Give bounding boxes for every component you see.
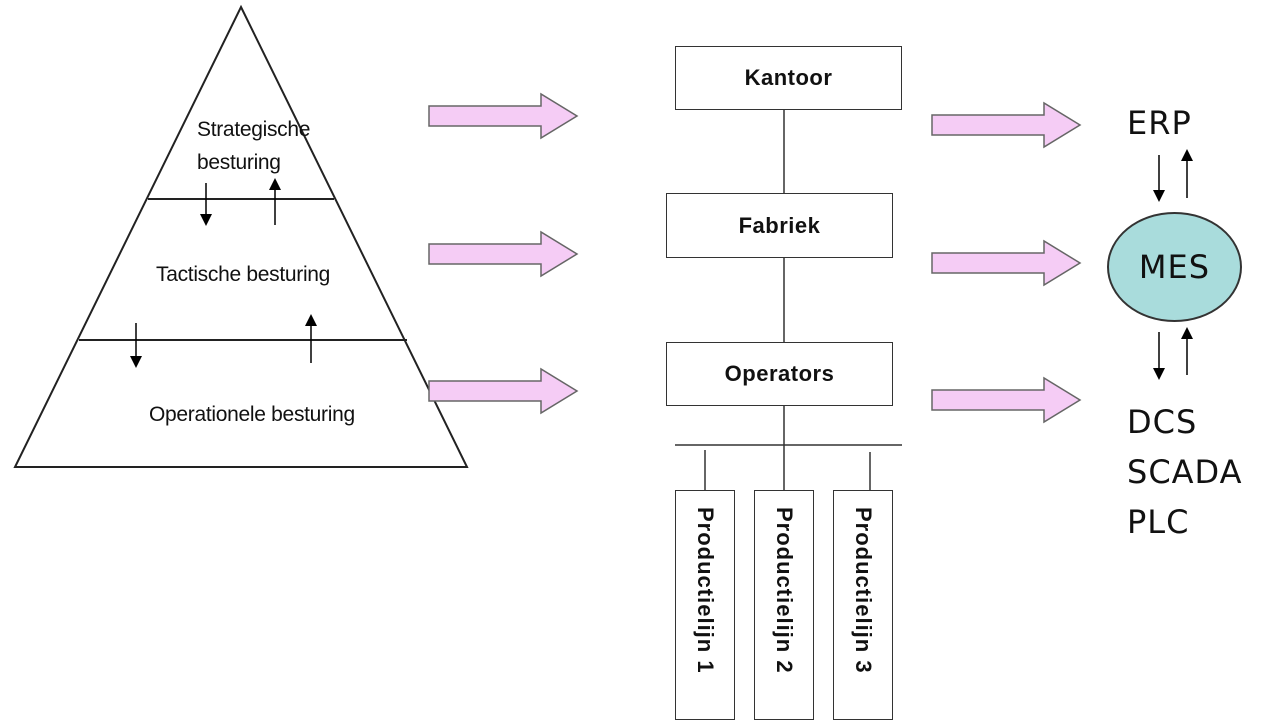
mes-ellipse: MES bbox=[1107, 212, 1242, 322]
production-line-3-label: Productielijn 3 bbox=[851, 507, 876, 674]
kantoor-box: Kantoor bbox=[675, 46, 902, 110]
block-arrow-erp bbox=[931, 101, 1082, 149]
fabriek-label: Fabriek bbox=[738, 212, 821, 238]
dcs-label: DCS bbox=[1127, 403, 1198, 441]
plc-label: PLC bbox=[1127, 503, 1190, 541]
operators-label: Operators bbox=[724, 361, 835, 386]
block-arrow-tactical bbox=[428, 230, 579, 278]
fabriek-box: Fabriek bbox=[666, 193, 893, 258]
production-line-2-box: Productielijn 2 bbox=[754, 490, 814, 720]
kantoor-label: Kantoor bbox=[744, 65, 833, 90]
scada-label: SCADA bbox=[1127, 453, 1243, 491]
block-arrow-dcs bbox=[931, 376, 1082, 424]
mes-label: MES bbox=[1138, 248, 1211, 286]
production-line-1-label: Productielijn 1 bbox=[693, 507, 718, 674]
pyramid-outline bbox=[13, 4, 469, 468]
block-arrow-mes bbox=[931, 239, 1082, 287]
block-arrow-strategic bbox=[428, 92, 579, 140]
erp-label: ERP bbox=[1127, 104, 1192, 142]
operators-box: Operators bbox=[666, 342, 893, 406]
pyramid-label-strategic-line1: Strategische bbox=[197, 118, 311, 141]
production-line-1-box: Productielijn 1 bbox=[675, 490, 735, 720]
pyramid-label-operational: Operationele besturing bbox=[149, 403, 355, 426]
production-line-3-box: Productielijn 3 bbox=[833, 490, 893, 720]
pyramid-label-strategic-line2: besturing bbox=[197, 151, 281, 174]
production-line-2-label: Productielijn 2 bbox=[772, 507, 797, 674]
pyramid-label-tactical: Tactische besturing bbox=[156, 263, 331, 286]
block-arrow-operational bbox=[428, 367, 579, 415]
